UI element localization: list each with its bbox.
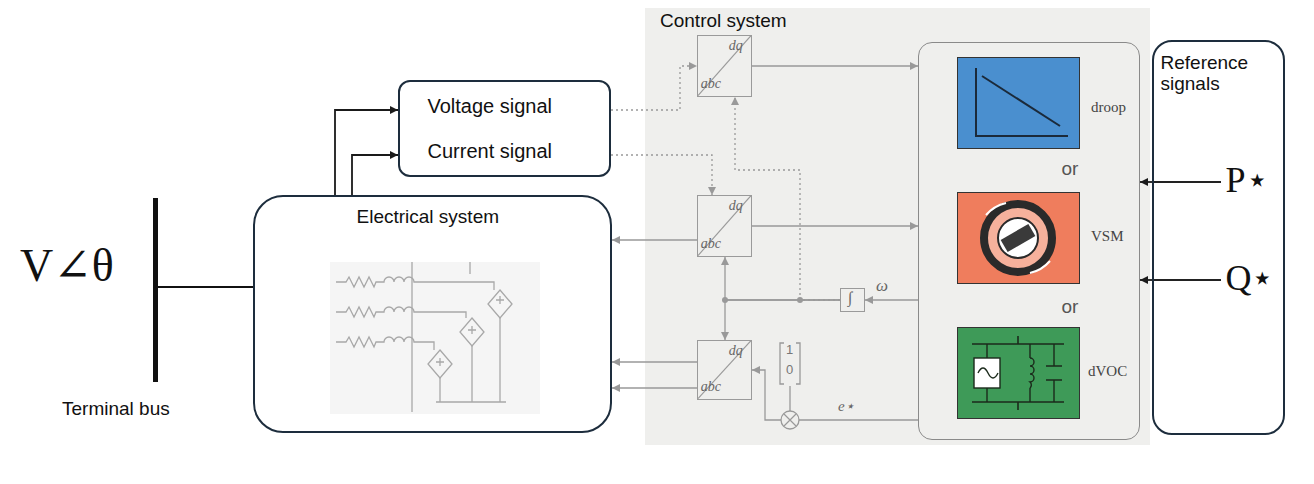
connector xyxy=(735,97,840,300)
block-caption: dVOC xyxy=(1088,363,1127,380)
arrow-head xyxy=(910,222,918,230)
block-caption: VSM xyxy=(1091,228,1124,245)
connector xyxy=(752,65,918,66)
multiplier-symbol xyxy=(781,411,799,429)
arrow-head xyxy=(612,384,620,392)
connector xyxy=(352,155,398,195)
connector xyxy=(612,239,697,240)
arrow-head xyxy=(910,62,918,70)
node-label: Electrical system xyxy=(357,206,500,228)
multiplier-cross xyxy=(784,414,796,426)
signal-box: Voltage signalCurrent signal xyxy=(398,80,611,177)
arrow-head xyxy=(752,366,760,374)
arrow-head xyxy=(689,62,697,70)
connector xyxy=(612,387,697,388)
block-icon xyxy=(958,328,1078,417)
control-panel: Control system dq abc dq abc dq abc ∫ or or droopV… xyxy=(645,8,1150,445)
vector-wire xyxy=(789,386,790,411)
arrow-head xyxy=(612,358,620,366)
connector xyxy=(725,257,840,300)
connector xyxy=(752,370,918,420)
connector xyxy=(611,66,697,110)
integrator-block: ∫ xyxy=(840,288,865,312)
vector-entry: 1 xyxy=(786,343,793,358)
node-label: abc xyxy=(701,236,721,252)
vector-entry: 0 xyxy=(786,363,793,378)
bus-wire xyxy=(158,286,253,288)
vector-bracket xyxy=(780,343,800,384)
node-label: Current signal xyxy=(428,140,553,163)
edge-label: e⋆ xyxy=(836,398,856,415)
reference-wire xyxy=(1152,279,1221,281)
transform-block: dq abc xyxy=(697,195,752,257)
node-label: dq xyxy=(729,343,743,359)
arrow-head xyxy=(390,106,398,114)
node-label: Reference signals xyxy=(1161,52,1279,96)
arrow-head xyxy=(708,187,716,195)
arrow-head xyxy=(390,151,398,159)
node-label: ∫ xyxy=(848,289,852,307)
node-label: abc xyxy=(701,76,721,92)
node-label: abc xyxy=(701,379,721,395)
node-label: P⋆ xyxy=(1226,160,1269,201)
droop-block: droop xyxy=(957,57,1080,149)
junction-dot xyxy=(722,297,728,303)
arrow-head xyxy=(721,332,729,340)
control-panel-ground xyxy=(645,8,1150,445)
node-label: Voltage signal xyxy=(428,95,553,118)
block-caption: droop xyxy=(1091,99,1126,116)
connector xyxy=(335,110,398,195)
controller-box: or or droopVSM dVOC xyxy=(918,42,1140,440)
voltage-phasor-label: V∠θ xyxy=(20,240,114,293)
node-label: or xyxy=(1062,296,1079,318)
node-label: or xyxy=(1062,158,1079,180)
arrow-head xyxy=(1140,178,1148,186)
block-icon xyxy=(958,193,1078,282)
arrow-head xyxy=(1140,276,1148,284)
arrow-head xyxy=(721,257,729,265)
reference-box: Reference signalsP⋆ Q⋆ xyxy=(1152,40,1285,435)
system-box: Electrical system xyxy=(253,195,612,433)
connector xyxy=(611,155,712,195)
connector xyxy=(752,225,918,226)
frequency-label: ω xyxy=(876,276,888,296)
transform-block: dq abc xyxy=(697,340,752,400)
block-icon xyxy=(958,58,1078,147)
node-label: dq xyxy=(729,198,743,214)
dvoc-block: dVOC xyxy=(957,327,1080,419)
circuit-illustration xyxy=(330,262,540,414)
node-label: Q⋆ xyxy=(1226,258,1275,299)
bus-label: Terminal bus xyxy=(62,398,170,420)
arrow-head xyxy=(865,296,873,304)
reference-wire xyxy=(1152,181,1221,183)
transform-block: dq abc xyxy=(697,35,752,97)
arrow-head xyxy=(612,236,620,244)
connector xyxy=(725,300,840,340)
vsm-block: VSM xyxy=(957,192,1080,284)
arrow-head xyxy=(731,97,739,105)
node-label: Control system xyxy=(660,10,787,32)
bus-bar xyxy=(153,198,158,382)
connector xyxy=(612,361,697,362)
junction-dot xyxy=(797,297,803,303)
node-label: dq xyxy=(729,38,743,54)
